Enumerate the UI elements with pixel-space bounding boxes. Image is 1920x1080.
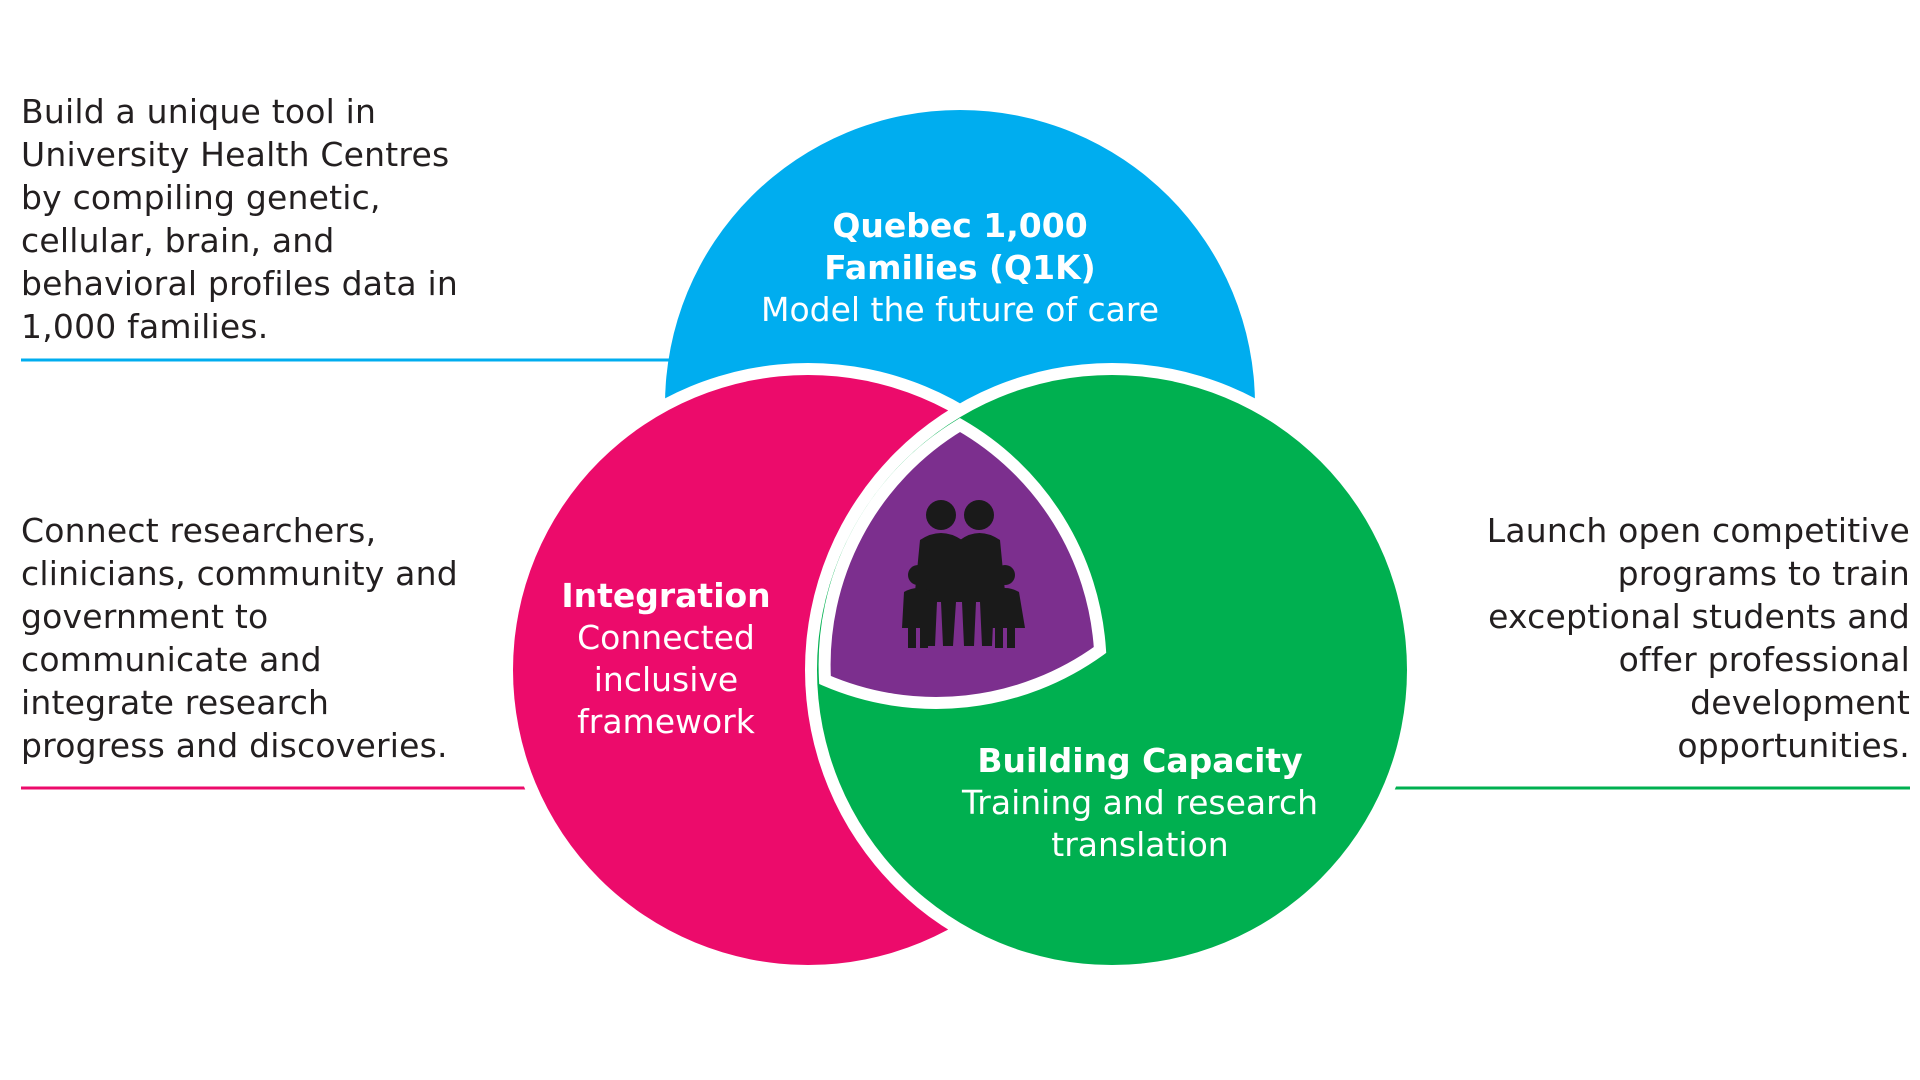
description-line: development (1690, 683, 1910, 722)
description-line: University Health Centres (21, 135, 450, 174)
description-line: Launch open competitive (1486, 511, 1910, 550)
description-line: programs to train (1617, 554, 1910, 593)
q1k-description: Build a unique tool in University Health… (21, 90, 471, 348)
description-line: cellular, brain, and (21, 221, 335, 260)
description-line: government to (21, 597, 269, 636)
family-icon (902, 500, 1025, 648)
integration-description: Connect researchers, clinicians, communi… (21, 509, 471, 767)
capacity-description: Launch open competitive programs to trai… (1450, 509, 1910, 767)
integration-title: Integration (561, 576, 771, 615)
capacity-title: Building Capacity (977, 741, 1303, 780)
description-line: exceptional students and (1488, 597, 1910, 636)
capacity-sub-line1: Training and research (961, 783, 1319, 822)
description-line: opportunities. (1677, 726, 1910, 765)
q1k-title-line2: Families (Q1K) (824, 248, 1096, 287)
description-line: 1,000 families. (21, 307, 269, 346)
integration-sub-line1: Connected (577, 618, 755, 657)
description-line: progress and discoveries. (21, 726, 448, 765)
description-line: communicate and (21, 640, 322, 679)
description-line: Build a unique tool in (21, 92, 377, 131)
capacity-label: Building Capacity Training and research … (920, 740, 1360, 866)
q1k-label: Quebec 1,000 Families (Q1K) Model the fu… (730, 205, 1190, 331)
description-line: behavioral profiles data in (21, 264, 458, 303)
q1k-subtitle: Model the future of care (760, 290, 1160, 329)
description-line: by compiling genetic, (21, 178, 381, 217)
description-line: offer professional (1618, 640, 1910, 679)
capacity-sub-line2: translation (1051, 825, 1229, 864)
description-line: integrate research (21, 683, 330, 722)
integration-sub-line3: framework (577, 702, 755, 741)
q1k-title-line1: Quebec 1,000 (832, 206, 1088, 245)
integration-sub-line2: inclusive (593, 660, 739, 699)
description-line: Connect researchers, (21, 511, 377, 550)
integration-label: Integration Connected inclusive framewor… (550, 575, 782, 743)
description-line: clinicians, community and (21, 554, 458, 593)
